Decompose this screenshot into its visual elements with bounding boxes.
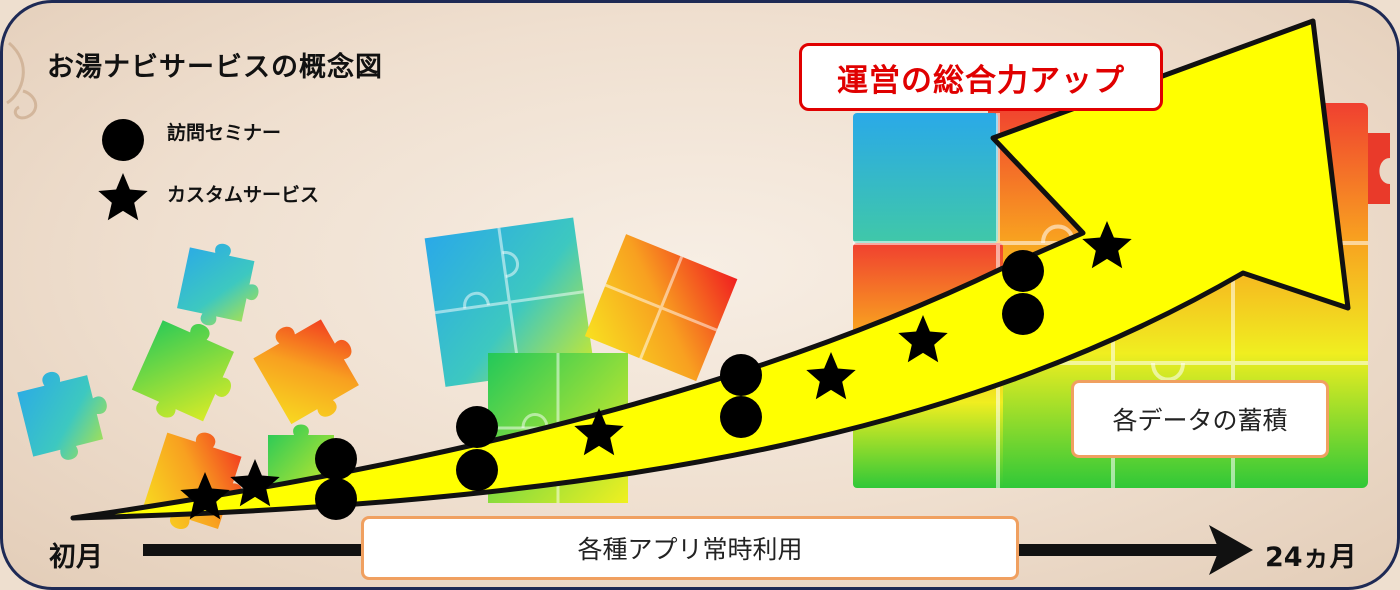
legend-custom: カスタムサービス xyxy=(143,180,319,207)
visit-seminar-circle xyxy=(720,354,762,396)
custom-service-star xyxy=(180,472,230,520)
visit-seminar-circle xyxy=(456,449,498,491)
visit-seminar-circle xyxy=(315,478,357,520)
diagram-canvas xyxy=(6,18,1390,575)
timeline-end-label: 24ヵ月 xyxy=(1265,542,1357,573)
legend-visit-circle-icon xyxy=(102,119,144,161)
timeline-start-label: 初月 xyxy=(49,542,103,573)
visit-seminar-circle xyxy=(456,406,498,448)
marker-group xyxy=(180,221,1132,520)
diagram-title: お湯ナビサービスの概念図 xyxy=(47,52,383,83)
legend-custom-row xyxy=(101,169,145,213)
overall-up-callout: 運営の総合力アップ xyxy=(799,43,1163,111)
growth-arrow xyxy=(70,18,1351,521)
custom-service-star xyxy=(1082,221,1132,269)
legend-custom-star-icon xyxy=(98,173,148,221)
visit-seminar-circle xyxy=(1002,293,1044,335)
custom-service-star xyxy=(806,352,856,400)
legend-visit: 訪問セミナー xyxy=(143,118,281,145)
visit-seminar-circle xyxy=(315,438,357,480)
legend-custom-label: カスタムサービス xyxy=(167,184,320,206)
visit-seminar-circle xyxy=(720,396,762,438)
apps-always-box: 各種アプリ常時利用 xyxy=(361,516,1019,580)
decorative-swirl xyxy=(6,41,38,120)
data-accumulation-box: 各データの蓄積 xyxy=(1071,380,1329,458)
custom-service-star xyxy=(574,408,624,456)
legend-visit-label: 訪問セミナー xyxy=(167,122,282,144)
custom-service-star xyxy=(230,459,280,507)
custom-service-star xyxy=(898,315,948,363)
visit-seminar-circle xyxy=(1002,250,1044,292)
